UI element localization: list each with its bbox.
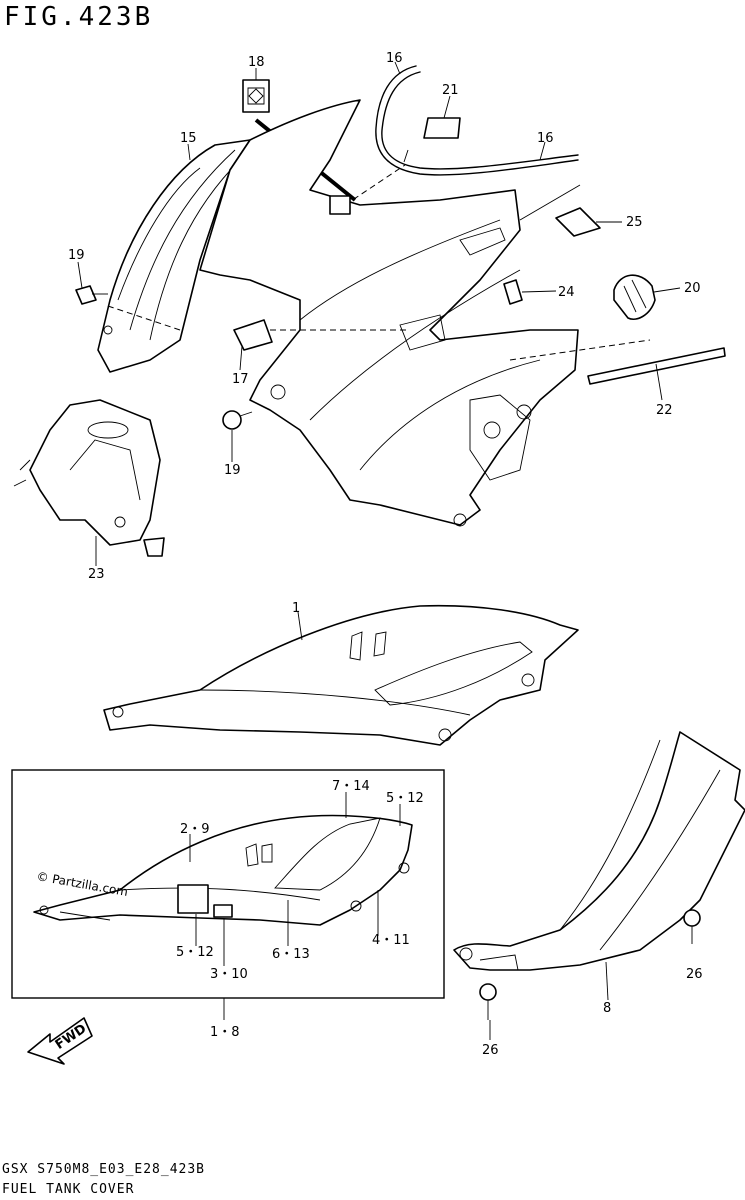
callout-23: 23 bbox=[88, 567, 105, 582]
part-16-trim-strip bbox=[375, 65, 579, 176]
part-25-pad bbox=[519, 184, 601, 237]
callout-19-upper: 19 bbox=[68, 248, 85, 263]
callout-15: 15 bbox=[180, 131, 197, 146]
callout-3-10: 3・10 bbox=[210, 967, 248, 982]
part-21-pad bbox=[329, 117, 461, 215]
part-17-pad bbox=[233, 319, 273, 351]
callout-7-14: 7・14 bbox=[332, 779, 370, 794]
part-26-screw-a bbox=[683, 909, 701, 944]
callout-4-11: 4・11 bbox=[372, 933, 410, 948]
part-26-screw-b bbox=[479, 983, 497, 1020]
callout-5-12-lower: 5・12 bbox=[176, 945, 214, 960]
main-tank-cover bbox=[104, 99, 651, 527]
callout-26-left: 26 bbox=[482, 1043, 499, 1058]
part-1-upper-cover bbox=[103, 604, 579, 746]
callout-2-9: 2・9 bbox=[180, 822, 210, 837]
callout-21: 21 bbox=[442, 83, 459, 98]
part-24-clip bbox=[503, 279, 523, 305]
footer-title: FUEL TANK COVER bbox=[2, 1182, 135, 1197]
part-19-screw-a bbox=[75, 285, 108, 305]
kit-box-1-8 bbox=[11, 769, 445, 999]
callout-17: 17 bbox=[232, 372, 249, 387]
footer-code: GSX S750M8_E03_E28_423B bbox=[2, 1162, 206, 1177]
callout-8: 8 bbox=[603, 1001, 611, 1016]
callout-1: 1 bbox=[292, 601, 300, 616]
part-15-side-panel bbox=[97, 139, 251, 373]
part-20-rubber bbox=[613, 274, 656, 320]
part-8-side-guard bbox=[453, 731, 745, 971]
callout-20: 20 bbox=[684, 281, 701, 296]
leader-lines bbox=[77, 61, 681, 1040]
callout-26-right: 26 bbox=[686, 967, 703, 982]
figure-title: FIG.423B bbox=[4, 2, 154, 32]
callout-24: 24 bbox=[558, 285, 575, 300]
callout-19-lower: 19 bbox=[224, 463, 241, 478]
callout-1-8: 1・8 bbox=[210, 1025, 240, 1040]
callout-22: 22 bbox=[656, 403, 673, 418]
callout-18: 18 bbox=[248, 55, 265, 70]
copyright-watermark: © Partzilla.com bbox=[35, 869, 129, 899]
part-19-screw-b bbox=[222, 410, 253, 430]
callout-6-13: 6・13 bbox=[272, 947, 310, 962]
part-23-bracket bbox=[13, 399, 165, 557]
callout-5-12-upper: 5・12 bbox=[386, 791, 424, 806]
fwd-direction-arrow: FWD bbox=[27, 1017, 93, 1065]
callout-25: 25 bbox=[626, 215, 643, 230]
callout-16-lower: 16 bbox=[537, 131, 554, 146]
callout-16-upper: 16 bbox=[386, 51, 403, 66]
